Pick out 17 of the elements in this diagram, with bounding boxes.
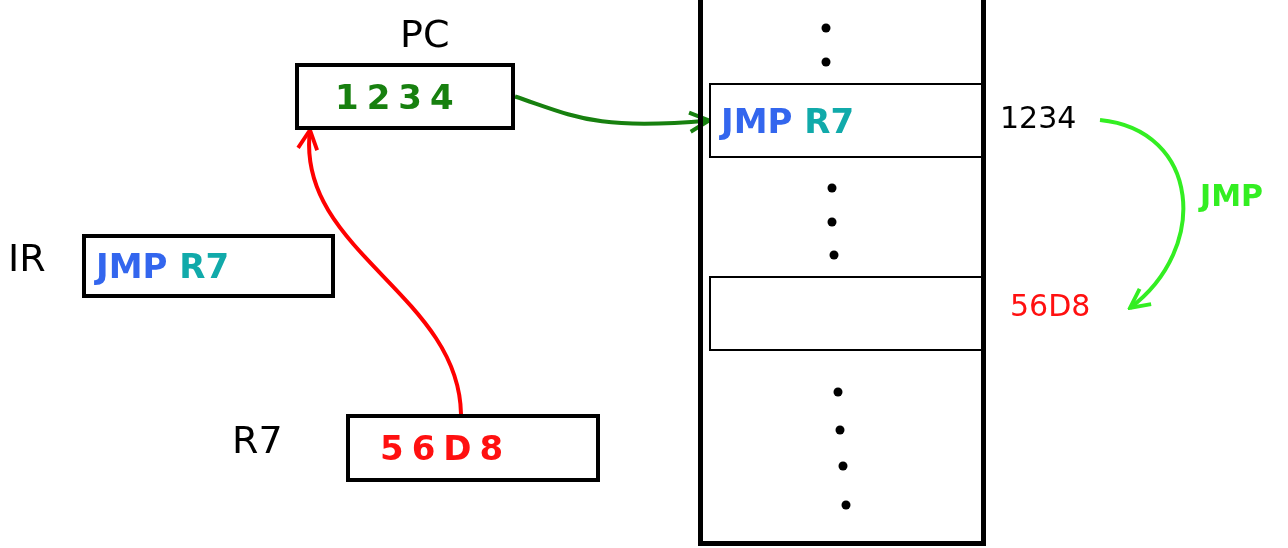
register-name: PC: [400, 12, 450, 56]
arrow: [514, 94, 711, 134]
instruction-text: JMP R7: [96, 246, 230, 286]
register-box: [295, 63, 515, 130]
address-text: 1234: [1000, 100, 1077, 135]
memory-column: [698, 0, 986, 546]
register-box: [346, 414, 600, 482]
register-name: R7: [232, 418, 283, 462]
instruction-text: JMP R7: [721, 100, 855, 141]
edge-label: JMP: [1200, 178, 1263, 213]
register-name: IR: [8, 236, 46, 280]
arrow: [298, 128, 463, 415]
arrow: [1099, 118, 1186, 310]
register-box: [82, 234, 335, 298]
register-value: 1234: [335, 76, 462, 117]
address-text: 56D8: [1010, 288, 1091, 323]
register-value: 56D8: [380, 428, 512, 468]
